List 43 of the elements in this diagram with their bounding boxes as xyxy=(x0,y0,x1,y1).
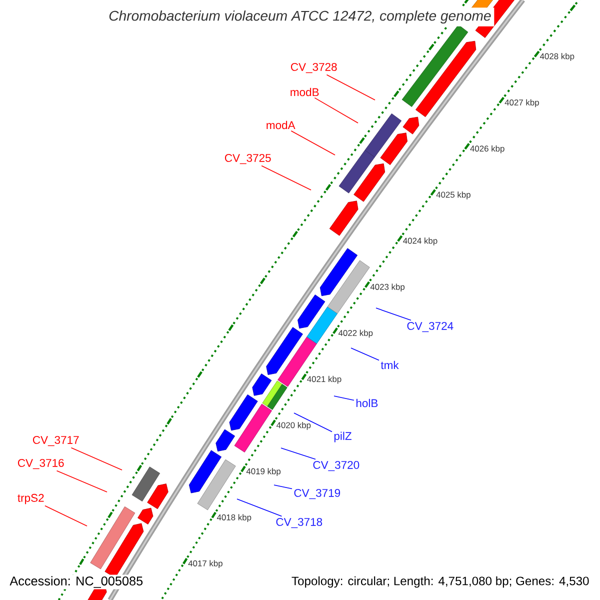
scale-label: 4025 kbp xyxy=(436,191,470,200)
leader-line xyxy=(70,447,122,470)
scale-label: 4020 kbp xyxy=(276,422,311,430)
gene-label: trpS2 xyxy=(18,494,44,504)
title: Chromobacterium violaceum ATCC 12472, complete genome xyxy=(106,8,494,26)
gene-label: CV_3716 xyxy=(18,458,64,470)
scale-label: 4028 kbp xyxy=(540,53,574,61)
scale-label: 4022 kbp xyxy=(338,330,373,338)
leader-line xyxy=(334,396,354,401)
leader-line xyxy=(314,97,358,124)
scale-label: 4024 kbp xyxy=(403,238,438,246)
leader-line xyxy=(44,505,88,526)
gene-label: CV_3718 xyxy=(276,518,322,528)
scale-label: 4023 kbp xyxy=(370,284,405,292)
leader-line xyxy=(56,470,108,492)
leader-line xyxy=(290,130,336,156)
leader-line xyxy=(294,412,332,432)
gene-label: CV_3728 xyxy=(290,62,337,74)
gene-label: pilZ xyxy=(334,432,352,442)
leader-line xyxy=(274,484,292,490)
leader-line xyxy=(376,308,412,321)
scale-label: 4021 kbp xyxy=(307,376,342,384)
leader-line xyxy=(236,498,282,517)
gene-label: CV_3717 xyxy=(32,436,79,446)
scale-label: 4027 kbp xyxy=(504,99,539,108)
gene-label: CV_3725 xyxy=(224,154,271,164)
leader-line xyxy=(350,348,380,361)
scale-label: 4017 kbp xyxy=(188,560,222,568)
scale-label: 4026 kbp xyxy=(470,145,504,154)
leader-line xyxy=(261,165,312,190)
accession-text: Accession: NC_005085 xyxy=(8,574,145,590)
gene-label: modA xyxy=(266,120,296,130)
gene-label: modB xyxy=(290,88,319,96)
leader-line xyxy=(326,74,376,100)
gene-label: tmk xyxy=(380,360,399,370)
gene-label: CV_3724 xyxy=(407,322,454,332)
scale-label: 4019 kbp xyxy=(246,468,281,476)
leader-line xyxy=(280,448,316,460)
scale-label: 4018 kbp xyxy=(216,514,252,522)
gene-label: CV_3719 xyxy=(294,488,340,500)
gene-label: CV_3720 xyxy=(313,460,360,472)
summary-text: Topology: circular; Length: 4,751,080 bp; Genes: 4,530 xyxy=(290,574,591,590)
gene-label: holB xyxy=(356,398,378,408)
